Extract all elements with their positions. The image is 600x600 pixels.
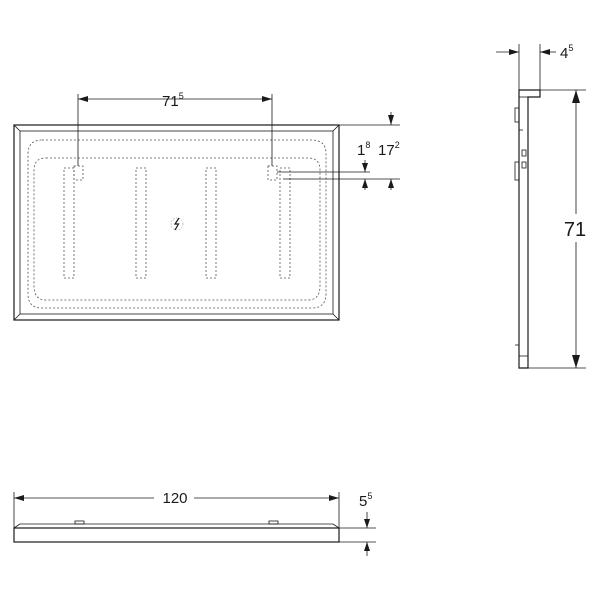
side-profile xyxy=(518,89,541,369)
top-offset-value: 1 xyxy=(357,142,365,159)
bracket-spacing-sup: 5 xyxy=(179,91,184,101)
svg-text:172: 172 xyxy=(378,140,400,159)
top-offset-sup: 8 xyxy=(365,140,370,150)
svg-text:55: 55 xyxy=(359,491,372,510)
depth-sup: 5 xyxy=(568,43,573,53)
width-value: 120 xyxy=(162,490,187,507)
depth-value: 4 xyxy=(560,45,568,62)
internal-channels xyxy=(63,167,291,279)
dimension-top-offsets: 18 172 xyxy=(277,112,400,190)
thickness-sup: 5 xyxy=(367,491,372,501)
height-value: 71 xyxy=(564,219,586,241)
bracket-depth-sup: 2 xyxy=(395,140,400,150)
dimension-bracket-spacing: 715 xyxy=(77,91,273,166)
led-strip-outline xyxy=(27,139,327,309)
bracket-spacing-value: 71 xyxy=(162,93,179,110)
side-view: 45 71 xyxy=(496,43,590,369)
mirror-inner-frame xyxy=(19,130,334,315)
svg-text:18: 18 xyxy=(357,140,370,159)
svg-text:45: 45 xyxy=(560,43,573,62)
svg-text:715: 715 xyxy=(162,91,184,110)
mirror-outer-frame xyxy=(13,124,340,321)
dimension-thickness: 55 xyxy=(339,491,376,556)
dimension-height: 71 xyxy=(528,89,590,369)
dimension-width: 120 xyxy=(13,486,340,528)
hanging-brackets xyxy=(73,165,278,181)
bracket-depth-value: 17 xyxy=(378,142,395,159)
thickness-value: 5 xyxy=(359,493,367,510)
dimension-depth: 45 xyxy=(496,43,573,90)
front-view: 715 18 172 xyxy=(13,91,400,321)
top-profile xyxy=(13,527,340,543)
top-view: 120 55 xyxy=(13,486,376,556)
lightning-bolt-icon xyxy=(170,217,184,231)
